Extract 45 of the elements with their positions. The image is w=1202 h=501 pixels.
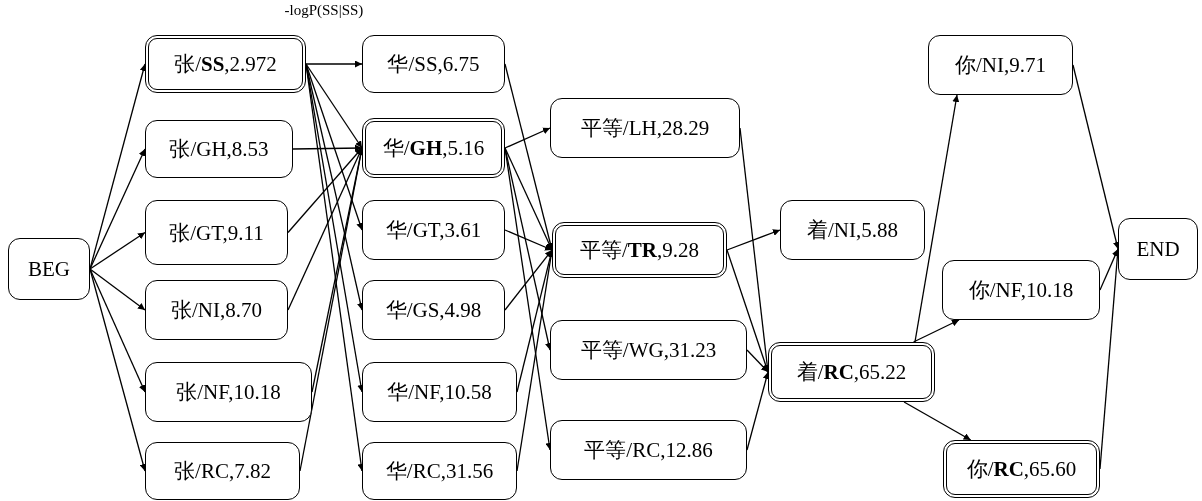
state-box: 华/RC,31.56 xyxy=(362,442,517,500)
state-box: 张/NF,10.18 xyxy=(145,362,312,422)
state-box: END xyxy=(1118,218,1198,280)
arrow xyxy=(726,229,781,251)
state-box: 着/RC,65.22 xyxy=(768,342,935,402)
arrow xyxy=(912,319,960,343)
arrow xyxy=(287,147,363,234)
arrow xyxy=(903,401,972,441)
arrow xyxy=(305,63,363,149)
state-box: 华/GH,5.16 xyxy=(362,118,505,178)
arrow xyxy=(89,268,146,393)
state-box: BEG xyxy=(8,238,90,300)
state-box: 你/NF,10.18 xyxy=(942,260,1100,320)
arrow xyxy=(504,127,551,149)
state-box: 华/GT,3.61 xyxy=(362,200,505,260)
state-box: 平等/LH,28.29 xyxy=(550,98,740,158)
state-box: 张/GT,9.11 xyxy=(145,200,288,265)
arrow xyxy=(746,371,770,451)
arrow xyxy=(305,63,364,231)
state-box: 华/SS,6.75 xyxy=(362,35,505,93)
arrow xyxy=(746,349,769,373)
state-box: 你/RC,65.60 xyxy=(943,440,1100,498)
state-box: 张/SS,2.972 xyxy=(145,35,306,93)
arrow xyxy=(914,94,960,343)
state-box: 张/NI,8.70 xyxy=(145,280,288,340)
arrow xyxy=(292,144,363,152)
arrow xyxy=(1072,64,1120,250)
state-box: 你/NI,9.71 xyxy=(928,35,1073,95)
state-box: 平等/WG,31.23 xyxy=(550,320,747,380)
arrow xyxy=(504,249,553,311)
arrow xyxy=(305,60,363,68)
state-box: 张/RC,7.82 xyxy=(145,442,300,500)
arrow xyxy=(89,268,147,472)
state-box: 平等/RC,12.86 xyxy=(550,420,747,480)
state-box: 华/GS,4.98 xyxy=(362,280,505,340)
state-box: 着/NI,5.88 xyxy=(780,200,925,260)
edge-label: -logP(SS|SS) xyxy=(282,2,366,19)
arrow xyxy=(89,231,146,270)
state-box: 平等/TR,9.28 xyxy=(552,222,727,278)
arrow xyxy=(89,268,146,311)
state-box: 张/GH,8.53 xyxy=(145,120,293,178)
arrow xyxy=(1099,248,1119,291)
arrow xyxy=(504,229,553,251)
arrow xyxy=(89,148,146,270)
state-box: 华/NF,10.58 xyxy=(362,362,517,422)
